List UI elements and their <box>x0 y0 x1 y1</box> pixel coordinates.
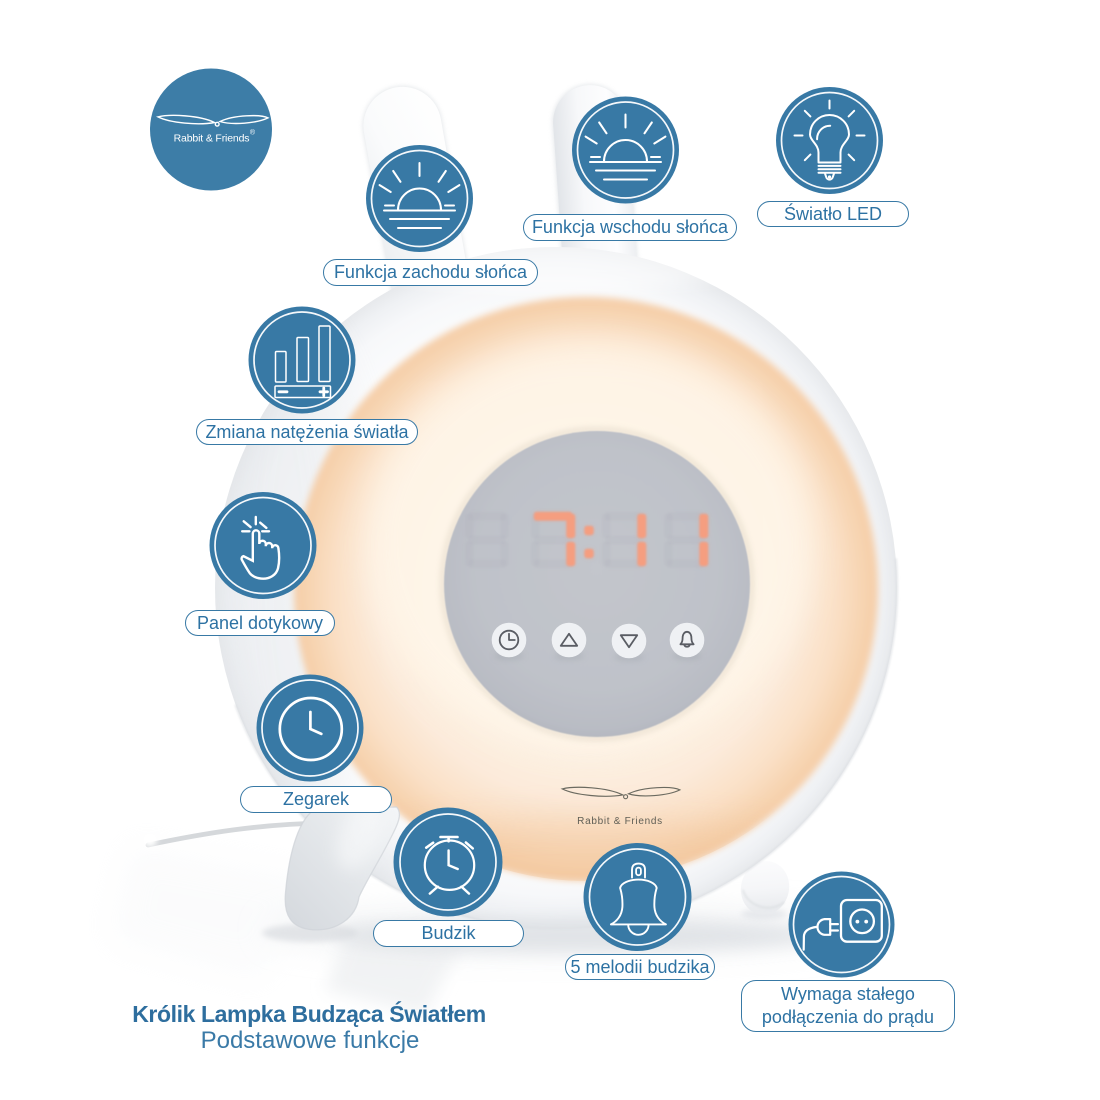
svg-text:Rabbit & Friends: Rabbit & Friends <box>174 133 250 145</box>
svg-text:Rabbit & Friends: Rabbit & Friends <box>577 816 663 827</box>
svg-text:®: ® <box>250 129 256 137</box>
